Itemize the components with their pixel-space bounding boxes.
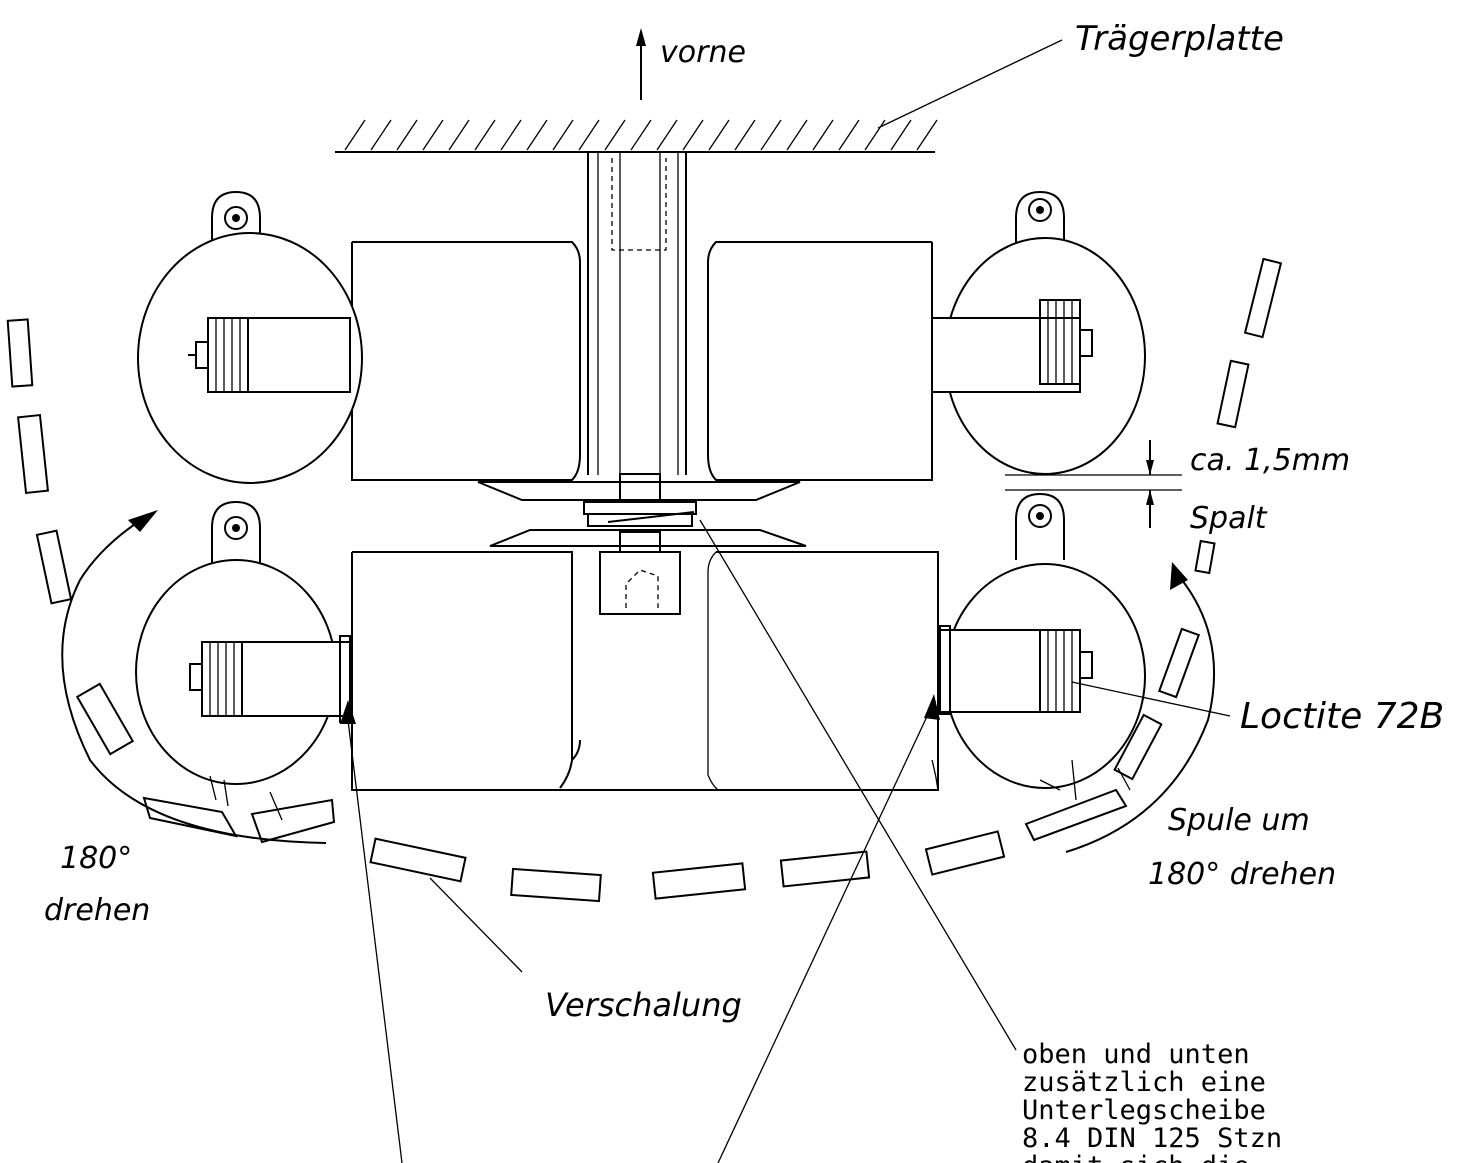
hatch-stroke (604, 119, 626, 151)
hatch-stroke (682, 119, 704, 151)
label-spule-1: Spule um (1168, 803, 1310, 838)
leader-lines-bottom (340, 519, 1017, 1163)
label-vorne: vorne (660, 35, 746, 70)
loctite-leader (1071, 681, 1231, 717)
hatch-stroke (890, 119, 912, 151)
rotation-arrow-right (1065, 562, 1216, 853)
label-spule-2: 180° drehen (1148, 857, 1336, 892)
label-left-rotation-2: drehen (44, 893, 150, 928)
carrier-plate (335, 119, 938, 153)
note-line-2: zusätzlich eine (1022, 1067, 1266, 1098)
verschalung-leader (429, 877, 523, 973)
hatch-stroke (760, 119, 782, 151)
lower-magnet-block (351, 551, 939, 791)
washer-note: oben und unten zusätzlich eine Unterlegs… (1022, 1039, 1282, 1163)
hatch-stroke (656, 119, 678, 151)
rotation-arrow-left (61, 510, 327, 844)
carrier-plate-leader (877, 39, 1063, 129)
hatch-stroke (812, 119, 834, 151)
hatch-stroke (500, 119, 522, 151)
hatch-stroke (448, 119, 470, 151)
coil-upper-right (931, 190, 1146, 475)
hatch-stroke (396, 119, 418, 151)
label-loctite: Loctite 72B (1240, 696, 1444, 737)
center-shaft (587, 152, 687, 475)
hatch-stroke (526, 119, 548, 151)
hatch-stroke (370, 119, 392, 151)
label-gap: ca. 1,5mm (1190, 443, 1350, 478)
hatch-stroke (552, 119, 574, 151)
upper-magnet-block (338, 241, 948, 481)
hatch-stroke (344, 119, 366, 151)
hatch-stroke (422, 119, 444, 151)
hatch-stroke (474, 119, 496, 151)
hatch-stroke (838, 119, 860, 151)
coil-lower-left (135, 500, 351, 785)
note-line-3: Unterlegscheibe (1022, 1095, 1266, 1126)
label-verschalung: Verschalung (545, 986, 742, 1024)
hatch-stroke (578, 119, 600, 151)
forward-arrow (636, 28, 646, 100)
hatch-stroke (864, 119, 886, 151)
washer-stack (477, 473, 807, 615)
hatch-stroke (630, 119, 652, 151)
hatch-stroke (916, 119, 938, 151)
note-line-5: damit sich die (1022, 1151, 1250, 1163)
housing-segments (6, 257, 1283, 903)
label-left-rotation-1: 180° (60, 841, 132, 876)
label-traegerplatte: Trägerplatte (1075, 19, 1284, 59)
hatch-stroke (786, 119, 808, 151)
label-spalt: Spalt (1190, 501, 1268, 536)
coil-upper-left (137, 190, 363, 484)
note-line-4: 8.4 DIN 125 Stzn (1022, 1123, 1282, 1154)
coil-lower-right (939, 492, 1146, 789)
hatch-stroke (734, 119, 756, 151)
hatch-stroke (708, 119, 730, 151)
gap-dimension (1005, 440, 1182, 528)
note-line-1: oben und unten (1022, 1039, 1250, 1070)
